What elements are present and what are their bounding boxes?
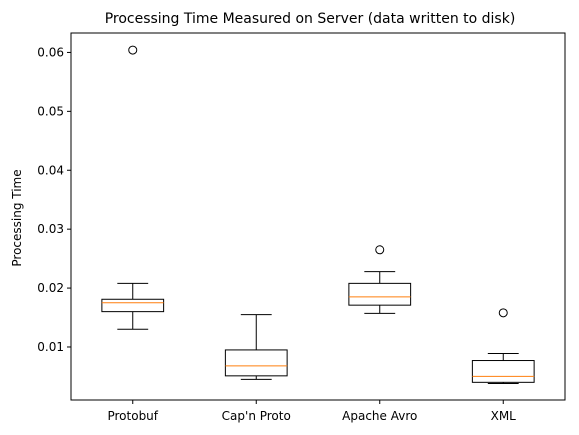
- box: [101, 298, 165, 313]
- y-tick-label: 0.03: [37, 222, 64, 236]
- chart-title: Processing Time Measured on Server (data…: [105, 11, 516, 27]
- outlier-point: [375, 245, 385, 255]
- outlier-point: [498, 308, 508, 318]
- box: [471, 360, 535, 383]
- outlier-point: [128, 45, 138, 55]
- y-tick-label: 0.06: [37, 45, 64, 59]
- y-tick-label: 0.04: [37, 163, 64, 177]
- y-axis-label: Processing Time: [10, 169, 24, 266]
- x-tick-label: Protobuf: [107, 409, 158, 423]
- axes-frame: [70, 32, 566, 401]
- x-tick-label: Apache Avro: [342, 409, 417, 423]
- x-tick-label: XML: [491, 409, 517, 423]
- x-tick-label: Cap'n Proto: [222, 409, 291, 423]
- box: [224, 349, 288, 377]
- y-tick-label: 0.05: [37, 104, 64, 118]
- box: [348, 282, 412, 306]
- y-tick-label: 0.02: [37, 281, 64, 295]
- y-tick-label: 0.01: [37, 340, 64, 354]
